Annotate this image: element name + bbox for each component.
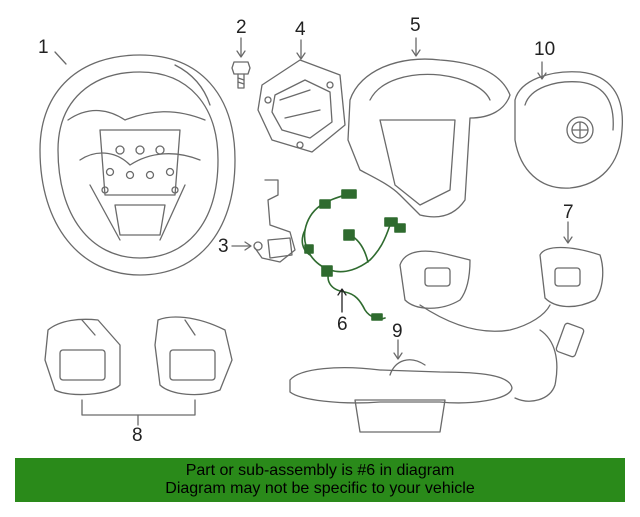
part-number-7: 7 [563, 202, 574, 223]
paddle-shifters-drawing [44, 316, 233, 426]
part-number-5: 5 [410, 15, 421, 36]
bolt-drawing [231, 37, 251, 89]
part-number-8: 8 [132, 425, 143, 446]
banner-line-1: Part or sub-assembly is #6 in diagram [185, 462, 455, 479]
steering-wheel-drawing [39, 54, 236, 276]
banner-line-2: Diagram may not be specific to your vehi… [165, 480, 475, 497]
part-number-1: 1 [38, 37, 49, 58]
wiring-harness-drawing [301, 189, 406, 321]
part-number-9: 9 [392, 321, 403, 342]
airbag-drawing [514, 61, 624, 189]
part-number-3: 3 [218, 236, 229, 257]
trim-cover-drawing [347, 37, 511, 218]
part-number-6: 6 [337, 314, 348, 335]
clock-spring-drawing [257, 39, 346, 153]
switch-panel-drawing [399, 221, 604, 332]
sensor-clip-drawing [231, 179, 296, 263]
notice-banner: Part or sub-assembly is #6 in diagram Di… [15, 458, 625, 502]
part-number-2: 2 [236, 17, 247, 38]
steering-column-trim-drawing [289, 322, 585, 433]
part-number-10: 10 [534, 39, 556, 60]
leader-1 [54, 51, 67, 65]
part-number-4: 4 [295, 19, 306, 40]
